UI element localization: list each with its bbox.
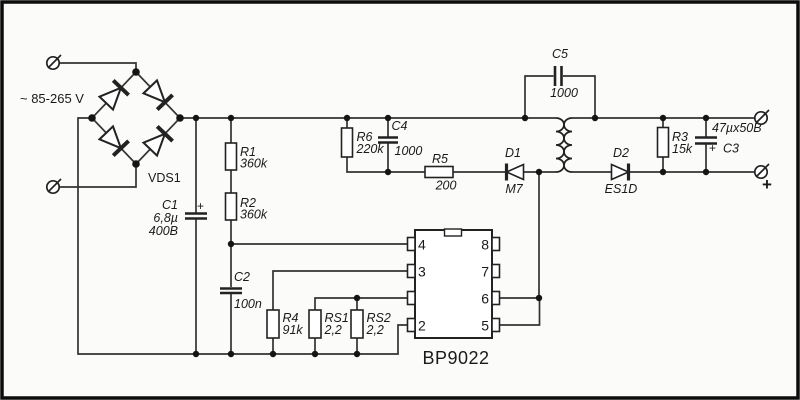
c4-ref: C4	[392, 119, 408, 133]
r6-ref: R6	[357, 130, 373, 144]
c1-polarity: +	[197, 199, 204, 213]
capacitor-c1: C1 6,8µ 400B +	[149, 198, 207, 238]
ic-bp9022: 4 3 2 8 7 6 5 BP9022	[406, 228, 501, 368]
ic-pin2-number: 2	[418, 318, 426, 334]
resistor-r5: R5 200	[424, 152, 457, 193]
c3-polarity: +	[709, 141, 716, 155]
ic-pin8-number: 8	[481, 237, 489, 253]
resistor-r6: R6 220k	[340, 127, 385, 158]
c2-value: 100n	[234, 297, 262, 311]
junction-dots	[192, 114, 710, 358]
output-terminal-positive: +	[753, 163, 772, 194]
ic-pin3-number: 3	[418, 264, 426, 280]
resistor-rs1: RS1 2,2	[308, 309, 349, 339]
resistor-rs2: RS2 2,2	[350, 309, 391, 339]
rs1-ref: RS1	[325, 311, 349, 325]
ic-pin5-box	[491, 317, 501, 333]
ic-pin6-box	[491, 290, 501, 306]
rs2-ref: RS2	[367, 311, 391, 325]
resistor-r2: R2 360k	[224, 192, 268, 222]
ic-pin-unnumbered-box	[406, 290, 416, 306]
capacitor-c2: C2 100n	[220, 270, 262, 311]
capacitor-c5: C5 1000	[550, 47, 578, 100]
rs1-value: 2,2	[324, 323, 342, 337]
diode-d1: D1 M7	[504, 146, 526, 196]
ic-pin8-box	[491, 236, 501, 252]
resistor-r3: R3 15k	[656, 126, 693, 158]
r4-ref: R4	[283, 311, 299, 325]
ic-pin4-box	[406, 236, 416, 252]
r4-value: 91k	[283, 323, 304, 337]
r2-ref: R2	[240, 196, 256, 210]
transformer-secondary-winding	[563, 117, 573, 173]
d1-value: M7	[505, 182, 523, 196]
ac-terminal-bottom	[45, 178, 62, 195]
d2-value: ES1D	[605, 182, 638, 196]
d2-ref: D2	[613, 146, 629, 160]
c5-value: 1000	[550, 86, 578, 100]
ic-pin7-number: 7	[481, 264, 489, 280]
r5-value: 200	[435, 179, 457, 193]
d1-ref: D1	[505, 146, 521, 160]
output-terminal-top	[753, 109, 770, 126]
capacitor-c3: 47µx50B + C3	[695, 121, 762, 156]
c5-ref: C5	[552, 47, 568, 61]
r2-value: 360k	[240, 208, 268, 222]
output-plus-label: +	[762, 175, 772, 194]
c1-voltage: 400B	[149, 224, 178, 238]
resistor-r1: R1 360k	[224, 142, 268, 171]
r3-ref: R3	[672, 130, 688, 144]
c2-ref: C2	[234, 270, 250, 284]
wire-layer	[59, 62, 755, 355]
c1-value: 6,8µ	[153, 211, 178, 225]
ic-pin5-number: 5	[481, 318, 489, 334]
ic-pin6-number: 6	[481, 291, 489, 307]
diode-d2: D2 ES1D	[605, 146, 638, 196]
transformer	[555, 117, 573, 173]
capacitor-c4: C4 1000	[378, 119, 422, 158]
ac-input-label: ~ 85-265 V	[20, 91, 84, 106]
ic-pin7-box	[491, 263, 501, 279]
r3-value: 15k	[672, 142, 693, 156]
r6-value: 220k	[356, 142, 385, 156]
resistor-r4: R4 91k	[266, 309, 304, 339]
c1-ref: C1	[162, 198, 178, 212]
c3-ref: C3	[723, 142, 739, 156]
ic-notch	[443, 228, 463, 237]
transformer-primary-winding	[555, 117, 565, 173]
r5-ref: R5	[432, 152, 448, 166]
ac-terminal-top	[45, 54, 62, 71]
r1-value: 360k	[240, 157, 268, 171]
ic-pin2-box	[406, 317, 416, 333]
ic-body	[414, 229, 493, 339]
c3-value: 47µx50B	[712, 121, 762, 135]
c4-value: 1000	[395, 144, 423, 158]
r1-ref: R1	[240, 145, 256, 159]
ic-pin4-number: 4	[418, 237, 426, 253]
rs2-value: 2,2	[366, 323, 384, 337]
ic-pin3-box	[406, 263, 416, 279]
ic-name-label: BP9022	[422, 348, 489, 368]
bridge-rectifier-vds1: VDS1	[88, 68, 184, 185]
bridge-label: VDS1	[148, 171, 181, 185]
